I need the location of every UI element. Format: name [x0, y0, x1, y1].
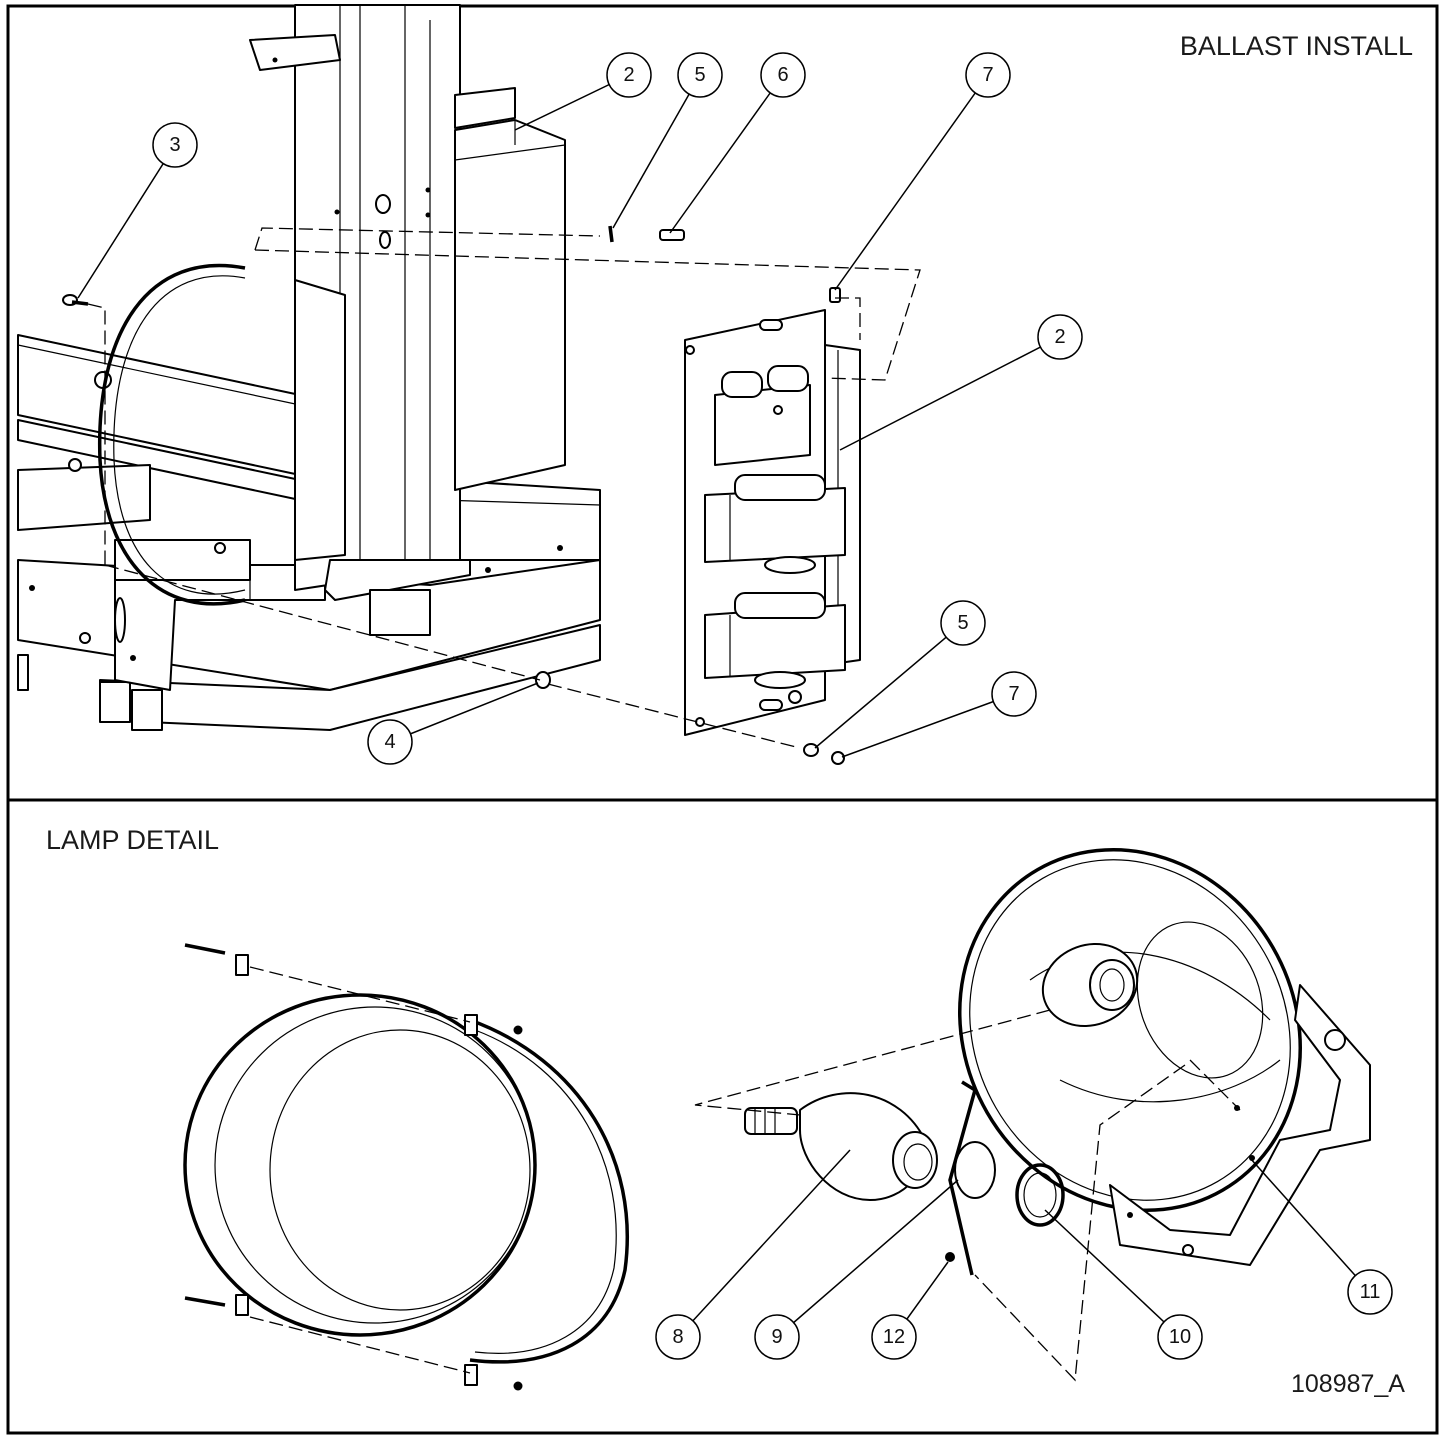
callout-balloon: 5	[677, 52, 723, 98]
svg-text:5: 5	[694, 64, 705, 86]
hardware-bolt-6	[659, 229, 685, 241]
callout-balloon: 7	[991, 671, 1037, 717]
fixture-frame-assembly	[17, 4, 601, 731]
lamp-bulb-8	[744, 1092, 938, 1201]
svg-text:7: 7	[982, 64, 993, 86]
svg-text:5: 5	[957, 612, 968, 634]
lens-assembly-dashes	[249, 966, 471, 1374]
gasket-10	[1015, 1163, 1065, 1227]
reflector-housing	[958, 848, 1371, 1266]
callout-balloon: 9	[754, 1314, 800, 1360]
callout-balloon: 12	[871, 1314, 917, 1360]
callout-balloon: 10	[1157, 1314, 1203, 1360]
hardware-screw-3	[62, 294, 89, 306]
svg-text:3: 3	[169, 134, 180, 156]
svg-text:8: 8	[672, 1326, 683, 1348]
ballast-assembly-lines	[87, 227, 921, 749]
lamp-assembly-dashes	[694, 1009, 1241, 1382]
callout-balloon: 11	[1347, 1269, 1393, 1315]
callout-balloon: 3	[152, 122, 198, 168]
svg-text:10: 10	[1169, 1326, 1191, 1348]
callout-balloon: 6	[760, 52, 806, 98]
screw-12	[945, 1252, 955, 1262]
hardware-lockwasher-5	[608, 225, 819, 757]
ballast-plate-assembly	[684, 309, 861, 736]
spring-clip-9	[948, 1080, 996, 1276]
callout-balloon: 5	[940, 600, 986, 646]
svg-text:2: 2	[1054, 326, 1065, 348]
svg-text:9: 9	[771, 1326, 782, 1348]
lamp-detail-panel-frame	[6, 798, 1439, 1435]
callout-balloon: 4	[367, 719, 413, 765]
callout-balloon: 2	[1037, 314, 1083, 360]
callout-balloon: 8	[655, 1314, 701, 1360]
lamp-detail-title: LAMP DETAIL	[46, 825, 219, 855]
callout-balloon: 7	[965, 52, 1011, 98]
callout-balloon: 2	[606, 52, 652, 98]
svg-text:6: 6	[777, 64, 788, 86]
svg-text:11: 11	[1360, 1281, 1381, 1303]
svg-text:2: 2	[623, 64, 634, 86]
svg-text:4: 4	[384, 731, 395, 753]
drawing-number: 108987_A	[1291, 1370, 1405, 1398]
svg-text:12: 12	[883, 1326, 905, 1348]
ballast-install-title: BALLAST INSTALL	[1180, 31, 1413, 61]
hardware-washer-4	[535, 671, 551, 689]
svg-text:7: 7	[1008, 683, 1019, 705]
